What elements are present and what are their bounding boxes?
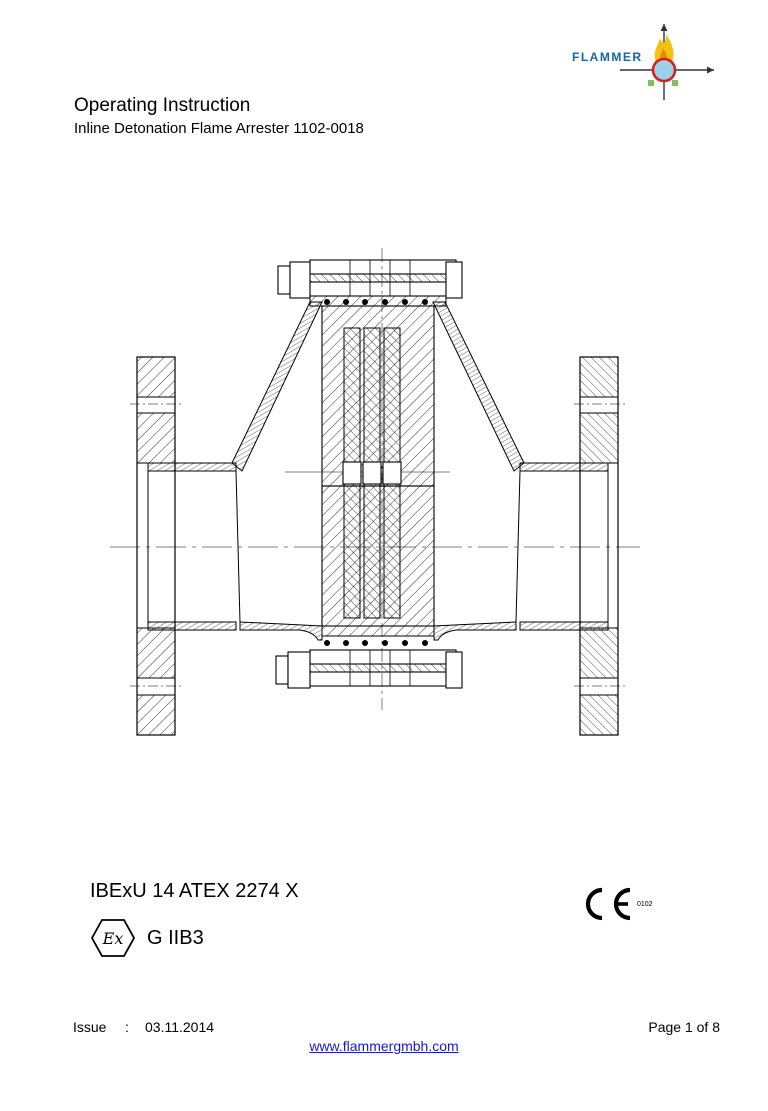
logo-text: FLAMMER: [572, 50, 643, 64]
flammer-logo: FLAMMER: [560, 18, 720, 108]
svg-text:Ex: Ex: [102, 929, 124, 948]
website-link[interactable]: www.flammergmbh.com: [309, 1038, 459, 1054]
ex-marking: Ex G IIB3: [90, 918, 290, 958]
notified-body-number: 0102: [637, 901, 653, 908]
issue-label: Issue: [73, 1019, 107, 1035]
ce-mark: 0102: [582, 880, 662, 930]
page-subtitle: Inline Detonation Flame Arrester 1102-00…: [74, 120, 364, 137]
flame-arrester-drawing: [110, 248, 640, 736]
page-title: Operating Instruction: [74, 95, 251, 116]
ex-hexagon-icon: Ex: [90, 919, 136, 957]
gas-group-class: G IIB3: [147, 927, 204, 949]
atex-certificate: IBExU 14 ATEX 2274 X: [90, 880, 299, 902]
logo-graphic: [620, 24, 714, 100]
issue-date: 03.11.2014: [145, 1019, 215, 1035]
page-number: Page 1 of 8: [648, 1019, 720, 1035]
issue-info: Issue:03.11.2014: [73, 1019, 214, 1035]
ce-icon: [585, 887, 631, 921]
issue-separator: :: [125, 1019, 129, 1035]
